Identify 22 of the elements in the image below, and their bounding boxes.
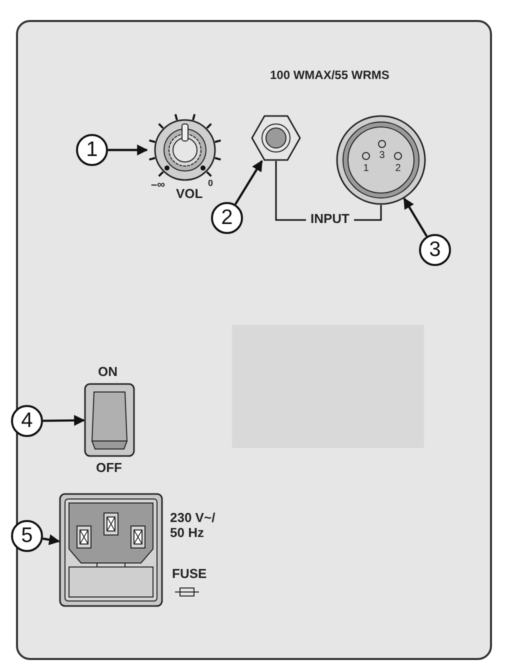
- arrow: [234, 160, 263, 205]
- control-label: VOL: [176, 187, 203, 202]
- xlr-socket: [336, 115, 426, 205]
- fuse-label: FUSE: [172, 567, 207, 582]
- leader-line: [354, 205, 382, 221]
- pin-number: 2: [395, 163, 401, 174]
- jack-socket: [251, 115, 301, 161]
- arrow: [42, 414, 86, 426]
- power-inlet: [59, 493, 163, 607]
- pin-number: 3: [379, 150, 385, 162]
- arrow: [108, 144, 148, 156]
- pin-number: 1: [363, 163, 369, 174]
- scale-mark: 0: [208, 178, 214, 188]
- switch-label: OFF: [96, 461, 122, 476]
- power-switch: [84, 383, 135, 457]
- arrow: [403, 198, 428, 237]
- switch-label: ON: [98, 365, 118, 380]
- scale-mark: –∞: [151, 179, 165, 192]
- arrow: [42, 534, 60, 546]
- leader-line: [275, 161, 306, 221]
- power-rating-text: 100 WMAX/55 WRMS: [270, 69, 390, 83]
- voltage-label: 230 V~/ 50 Hz: [170, 511, 216, 541]
